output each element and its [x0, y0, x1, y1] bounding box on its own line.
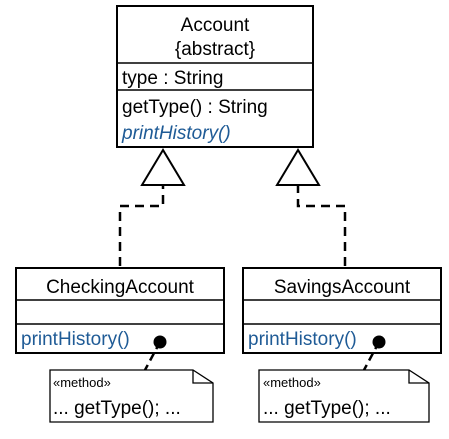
generalization-savings-dashed-line: [296, 185, 347, 266]
note-checking-method[interactable]: «method» ... getType(); ...: [49, 335, 214, 423]
generalization-checking: [118, 148, 186, 266]
note-checking-folded-corner-icon: [192, 370, 213, 384]
class-checking-account-operation-printhistory[interactable]: printHistory(): [21, 329, 130, 350]
class-checking-account-name: CheckingAccount: [46, 277, 195, 298]
note-checking-body: [49, 369, 214, 423]
class-checking-account-box: [15, 267, 225, 354]
class-account-operation-gettype: getType() : String: [122, 97, 268, 118]
note-checking-body-text: ... getType(); ...: [53, 398, 181, 419]
note-savings-body: [258, 369, 430, 423]
class-checking-account[interactable]: CheckingAccount printHistory(): [15, 267, 225, 354]
note-savings-stereotype: «method»: [263, 375, 321, 390]
generalization-savings: [275, 148, 347, 266]
class-account-box: [116, 5, 314, 148]
class-account[interactable]: Account {abstract} type : String getType…: [116, 5, 314, 148]
generalization-checking-triangle-icon: [140, 148, 186, 186]
note-checking-anchor-dot-icon: [153, 335, 167, 349]
class-account-stereotype: {abstract}: [175, 39, 255, 60]
note-savings-folded-corner-icon: [408, 370, 429, 384]
class-savings-account[interactable]: SavingsAccount printHistory(): [242, 267, 442, 354]
generalization-checking-dashed-line: [118, 185, 165, 266]
class-savings-account-box: [242, 267, 442, 354]
class-account-attribute-type: type : String: [122, 68, 223, 89]
class-savings-account-name: SavingsAccount: [274, 277, 411, 298]
note-savings-anchor-dot-icon: [372, 335, 386, 349]
class-savings-account-operation-printhistory[interactable]: printHistory(): [248, 329, 357, 350]
note-checking-stereotype: «method»: [53, 375, 111, 390]
note-savings-body-text: ... getType(); ...: [263, 398, 391, 419]
note-savings-method[interactable]: «method» ... getType(); ...: [258, 335, 430, 423]
class-account-operation-printhistory[interactable]: printHistory(): [121, 123, 231, 144]
class-account-name: Account: [181, 15, 250, 36]
generalization-savings-triangle-icon: [275, 148, 321, 186]
